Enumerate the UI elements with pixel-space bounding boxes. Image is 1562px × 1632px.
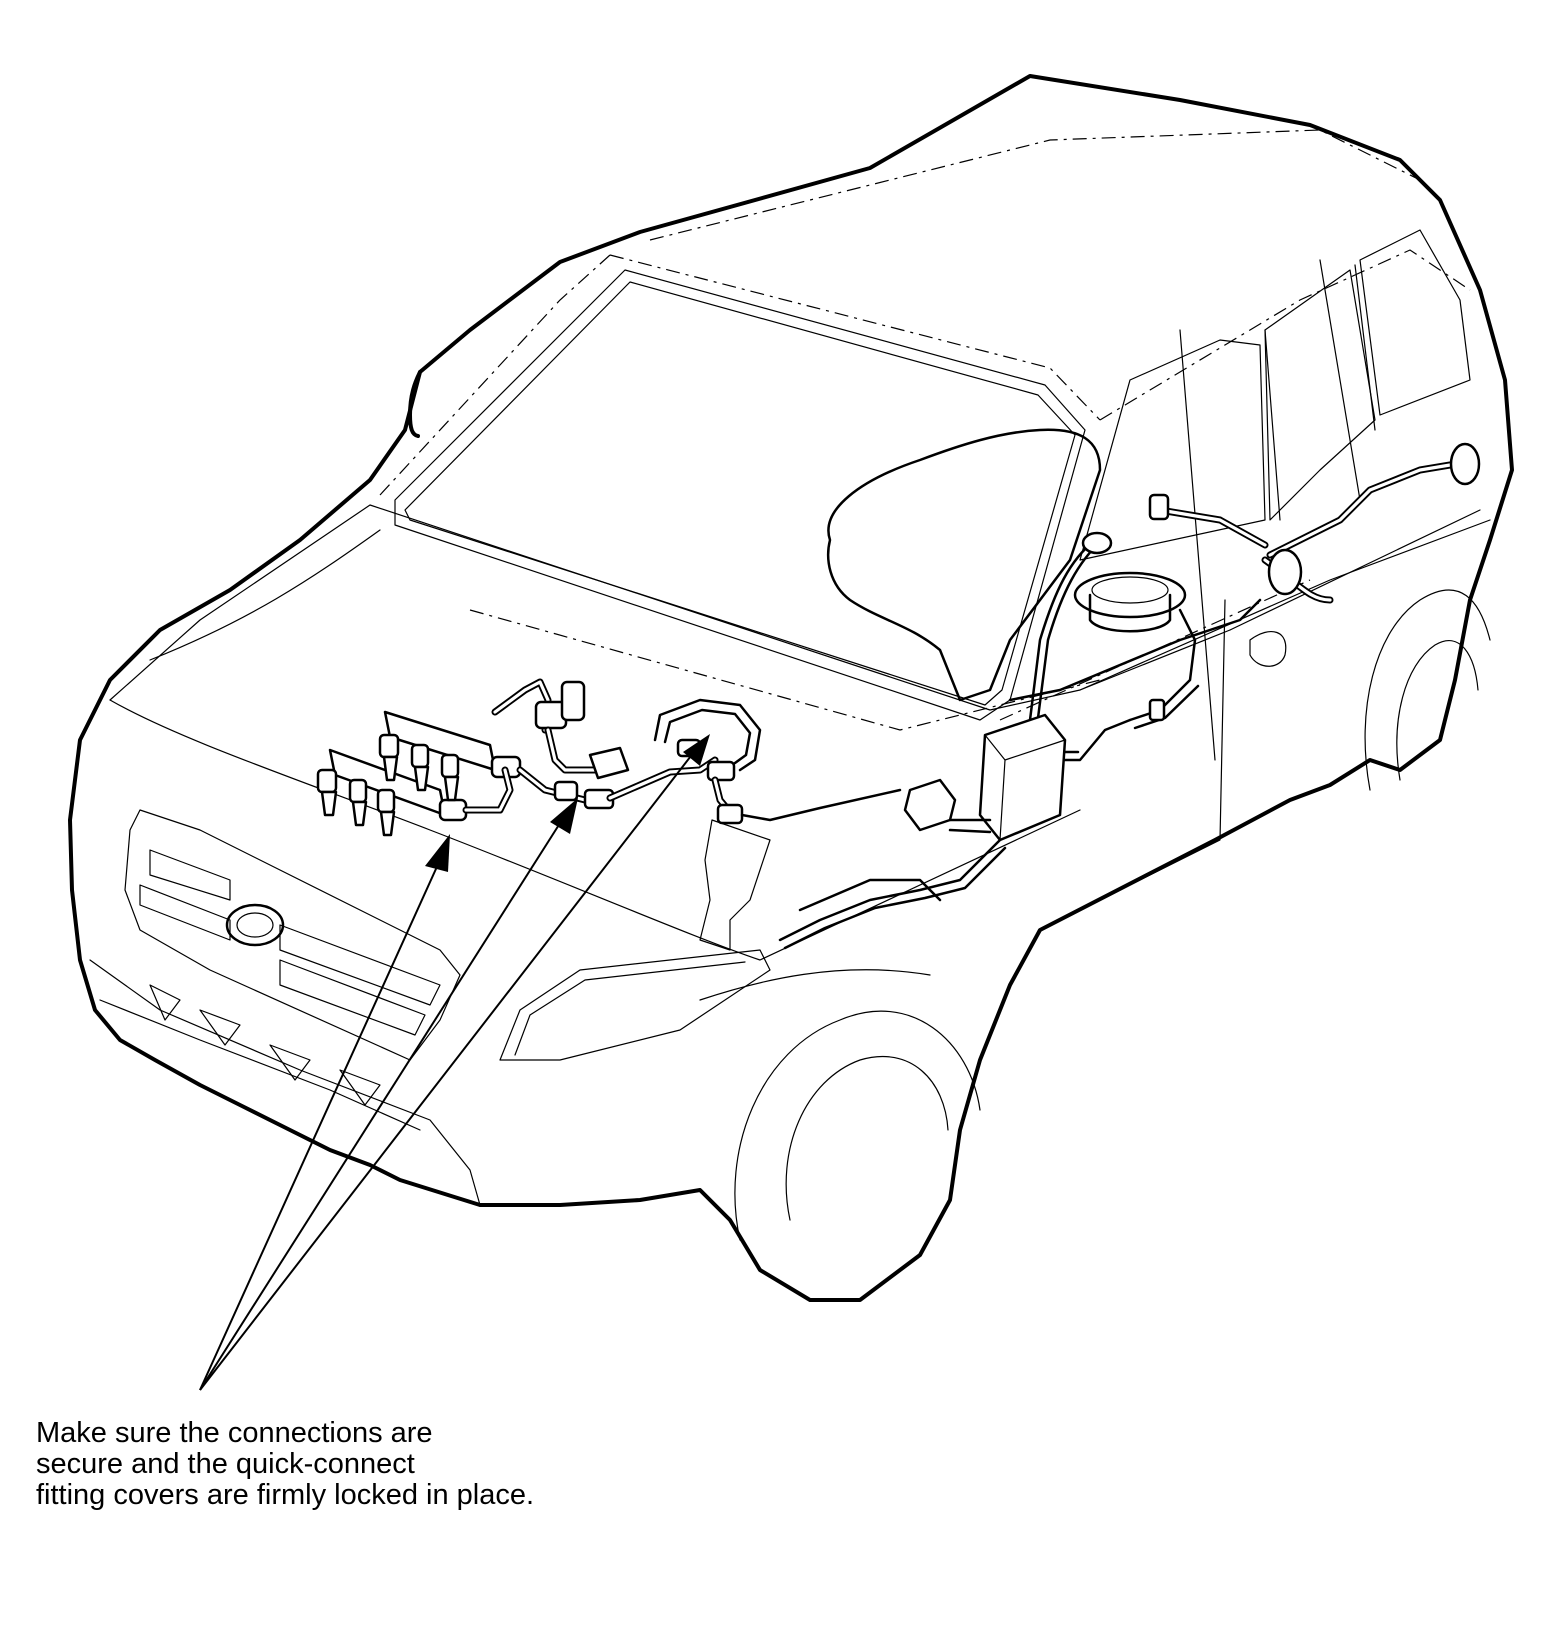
fuel-pressure-regulator xyxy=(491,678,630,810)
callout-line-3: fitting covers are firmly locked in plac… xyxy=(36,1479,535,1511)
vehicle-body-outline xyxy=(68,74,1514,1302)
arrowhead-fuel-rail xyxy=(425,834,450,872)
roof-lines xyxy=(649,129,1471,421)
arrowhead-regulator xyxy=(550,798,578,834)
windshield xyxy=(379,254,1101,721)
underbody-floor xyxy=(826,428,1102,702)
front-bumper xyxy=(89,959,481,1206)
callout-leaders xyxy=(199,734,710,1391)
arrowhead-supply-line xyxy=(683,734,710,766)
door-lines xyxy=(999,509,1491,931)
headlight xyxy=(499,949,771,1061)
callout-line-1: Make sure the connections are xyxy=(36,1417,433,1449)
front-grille xyxy=(124,809,461,1061)
underbody-fuel-line xyxy=(778,818,1007,950)
fuel-feed-line xyxy=(1028,531,1200,762)
evap-canister xyxy=(903,713,1067,842)
rear-wheel xyxy=(1364,589,1491,791)
hood xyxy=(109,504,1231,961)
front-wheel xyxy=(699,969,981,1241)
crossover-pipe xyxy=(462,766,514,814)
side-windows xyxy=(1079,229,1471,761)
fuel-rail-front xyxy=(316,748,468,837)
fuel-filler-pipe xyxy=(1148,442,1481,604)
fuel-tank xyxy=(1008,571,1262,702)
callout-line-2: secure and the quick-connect xyxy=(36,1448,415,1480)
engine-cutaway xyxy=(699,819,771,951)
fuel-supply-line xyxy=(606,698,902,825)
callout-note: Make sure the connections are secure and… xyxy=(36,1418,676,1511)
